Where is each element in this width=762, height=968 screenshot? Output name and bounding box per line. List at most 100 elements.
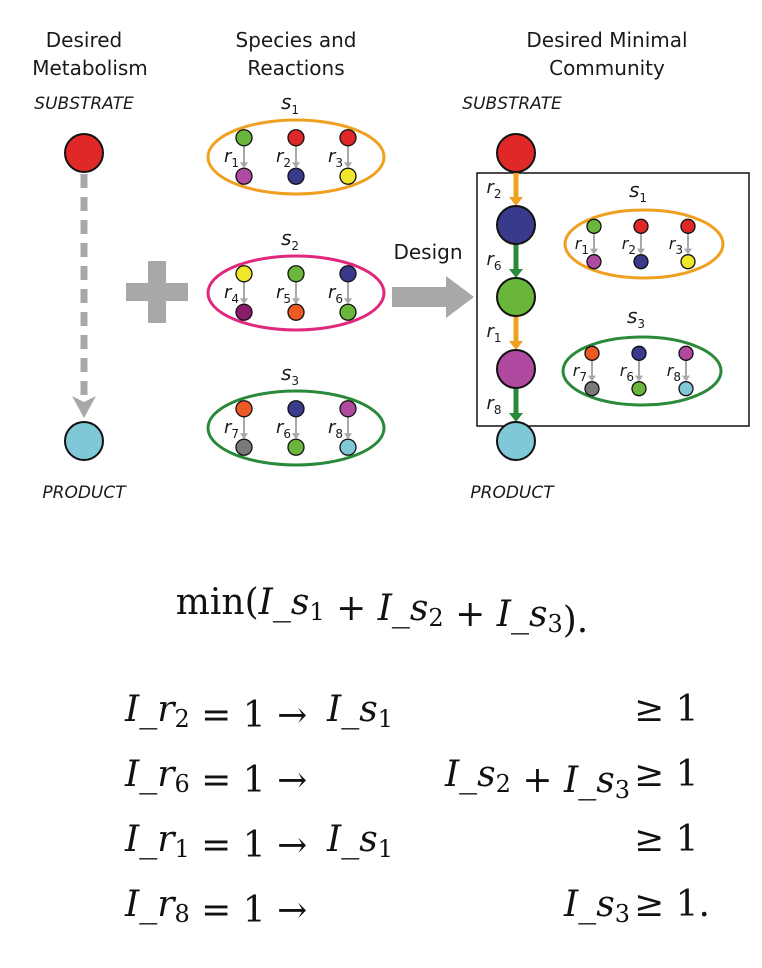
reaction-label-r8: r8 <box>667 361 681 384</box>
constraint-rhs: I_s2 + I_s3 <box>444 754 630 804</box>
pathway-label-r6: r6 <box>486 249 501 273</box>
reaction-label-r3: r3 <box>328 146 343 170</box>
metabolite-node <box>339 167 357 185</box>
metabolite-node <box>287 167 305 185</box>
pathway-arrow-r8-head <box>509 413 523 422</box>
constraint-rhs: I_s3 <box>563 884 630 928</box>
product-label-left: PRODUCT <box>42 483 127 503</box>
metabolite-node <box>584 345 600 361</box>
reaction-label-r7: r7 <box>224 417 239 441</box>
product-node-right <box>496 421 536 461</box>
intermediate-node <box>496 205 536 245</box>
reaction-label-r3: r3 <box>669 234 683 257</box>
species-s3: s3 r7 r6 r8 <box>561 304 723 407</box>
metabolite-node <box>235 438 253 456</box>
metabolite-node <box>235 303 253 321</box>
objective-equation: min(I_s1 + I_s2 + I_s3). <box>176 582 589 641</box>
reaction-arrow-head <box>240 433 248 440</box>
product-node-left <box>64 421 104 461</box>
header-desired-community-line1: Desired Minimal <box>526 28 687 52</box>
intermediate-node <box>496 277 536 317</box>
reaction-arrow-head <box>682 375 690 382</box>
constraint-rhs-s1: I_s1 <box>326 689 393 733</box>
reaction-arrow-head <box>292 298 300 305</box>
species-ellipse-s2 <box>206 254 386 332</box>
pathway-label-r1: r1 <box>486 321 501 345</box>
reaction-label-r4: r4 <box>224 282 239 306</box>
substrate-node-left <box>64 133 104 173</box>
species-label-s1: s1 <box>281 90 299 117</box>
metabolite-node <box>235 265 253 283</box>
reaction-arrow-head <box>344 162 352 169</box>
substrate-label-right: SUBSTRATE <box>462 94 562 114</box>
reaction-label-r5: r5 <box>276 282 291 306</box>
species-ellipse-s3 <box>561 335 723 407</box>
reaction-arrow-head <box>590 248 598 255</box>
reaction-arrow-head <box>588 375 596 382</box>
metabolite-node <box>235 167 253 185</box>
metabolite-node <box>584 381 600 397</box>
metabolite-node <box>339 400 357 418</box>
metabolite-node <box>633 254 649 270</box>
metabolite-node <box>287 438 305 456</box>
header-desired-metabolism-line1: Desired <box>46 28 122 52</box>
reaction-label-r1: r1 <box>575 234 589 257</box>
plus-sign-vertical <box>148 261 166 323</box>
substrate-label-left: SUBSTRATE <box>34 94 134 114</box>
metabolite-node <box>339 303 357 321</box>
metabolite-node <box>633 218 649 234</box>
header-desired-metabolism-line2: Metabolism <box>32 56 148 80</box>
metabolite-node <box>586 218 602 234</box>
metabolite-node <box>586 254 602 270</box>
pathway-label-r8: r8 <box>486 393 501 417</box>
pathway-arrow-r2-head <box>509 197 523 206</box>
species-ellipse-s1 <box>206 118 386 196</box>
metabolite-node <box>287 129 305 147</box>
reaction-arrow-head <box>344 298 352 305</box>
intermediate-node <box>496 349 536 389</box>
constraint-bound: ≥ 1 <box>634 754 699 795</box>
metabolite-node <box>339 129 357 147</box>
constraint-lhs-r6: I_r6 = 1 → <box>124 754 307 801</box>
metabolite-node <box>680 254 696 270</box>
reaction-arrow-head <box>635 375 643 382</box>
reaction-label-r2: r2 <box>622 234 636 257</box>
reaction-arrow-head <box>292 162 300 169</box>
species-label-s2: s2 <box>281 226 299 253</box>
metabolite-node <box>339 265 357 283</box>
species-label-s3: s3 <box>281 361 299 388</box>
constraint-rhs-s1: I_s1 <box>326 819 393 863</box>
product-label-right: PRODUCT <box>470 483 555 503</box>
reaction-arrow-head <box>637 248 645 255</box>
metabolite-node <box>235 129 253 147</box>
metabolite-node <box>680 218 696 234</box>
reaction-arrow-head <box>292 433 300 440</box>
constraint-lhs-r2: I_r2 = 1 → <box>124 689 307 736</box>
community-box <box>476 172 750 427</box>
reaction-label-r7: r7 <box>573 361 587 384</box>
reaction-label-r8: r8 <box>328 417 343 441</box>
reaction-label-r6: r6 <box>620 361 634 384</box>
species-ellipse-s1 <box>563 208 725 280</box>
metabolite-node <box>678 381 694 397</box>
reaction-arrow-head <box>240 162 248 169</box>
constraint-lhs-r8: I_r8 = 1 → <box>124 884 307 931</box>
pathway-arrow-r6-head <box>509 269 523 278</box>
reaction-label-r2: r2 <box>276 146 291 170</box>
metabolite-node <box>287 303 305 321</box>
species-label-s3: s3 <box>627 304 645 331</box>
header-species-reactions-line1: Species and <box>236 28 357 52</box>
header-desired-community-line2: Community <box>549 56 665 80</box>
metabolite-node <box>287 265 305 283</box>
species-ellipse-s3 <box>206 389 386 467</box>
header-species-reactions-line2: Reactions <box>247 56 344 80</box>
reaction-arrow-head <box>240 298 248 305</box>
pathway-arrow-r1-head <box>509 341 523 350</box>
